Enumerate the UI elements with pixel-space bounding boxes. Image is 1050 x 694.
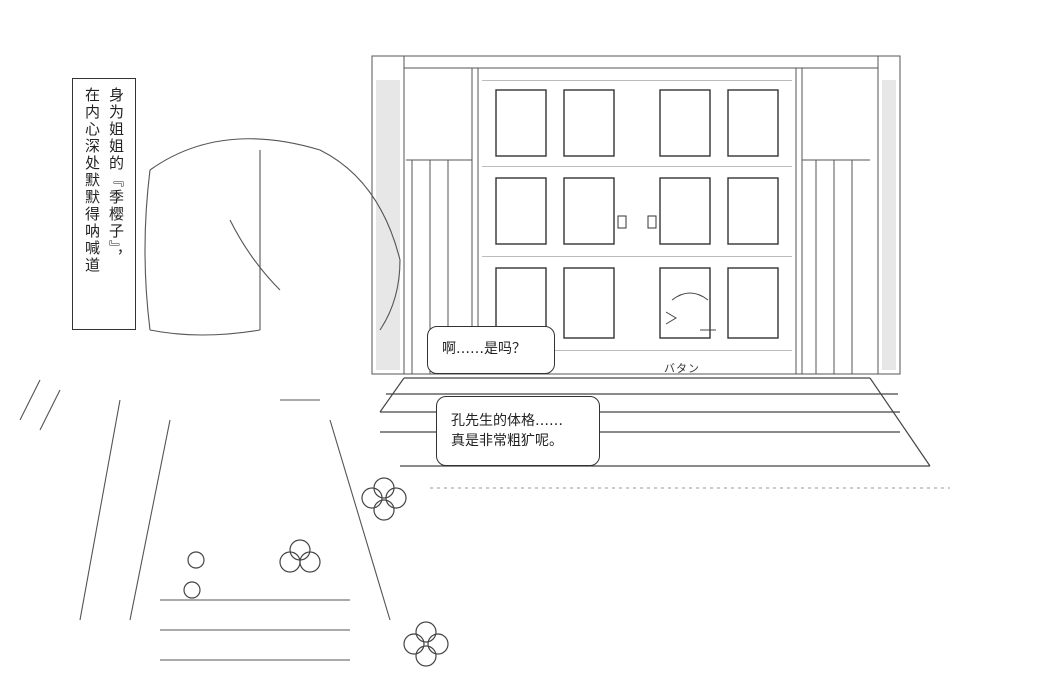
speech-bubble-2: 孔先生的体格…… 真是非常粗犷呢。	[436, 396, 600, 466]
narration-box: 身为姐姐的『季樱子』， 在内心深处默默得呐喊道	[72, 78, 136, 330]
speech-bubble-1-text: 啊……是吗？	[442, 341, 526, 357]
building-windows	[495, 89, 779, 339]
narration-column-right: 身为姐姐的『季樱子』，	[107, 87, 125, 267]
building-outline	[371, 55, 901, 375]
flower-decorations	[183, 477, 449, 667]
window-mark-right	[647, 215, 657, 229]
speech-bubble-2-line2: 真是非常粗犷呢。	[451, 433, 563, 449]
small-creature	[665, 292, 716, 331]
speech-bubble-2-line1: 孔先生的体格……	[451, 413, 563, 429]
narration-column-left: 在内心深处默默得呐喊道	[83, 87, 101, 274]
speech-bubble-1: 啊……是吗？	[427, 326, 555, 374]
window-mark-left	[617, 215, 627, 229]
girl-figure	[19, 138, 401, 661]
sound-effect-text: バタン	[664, 362, 700, 375]
